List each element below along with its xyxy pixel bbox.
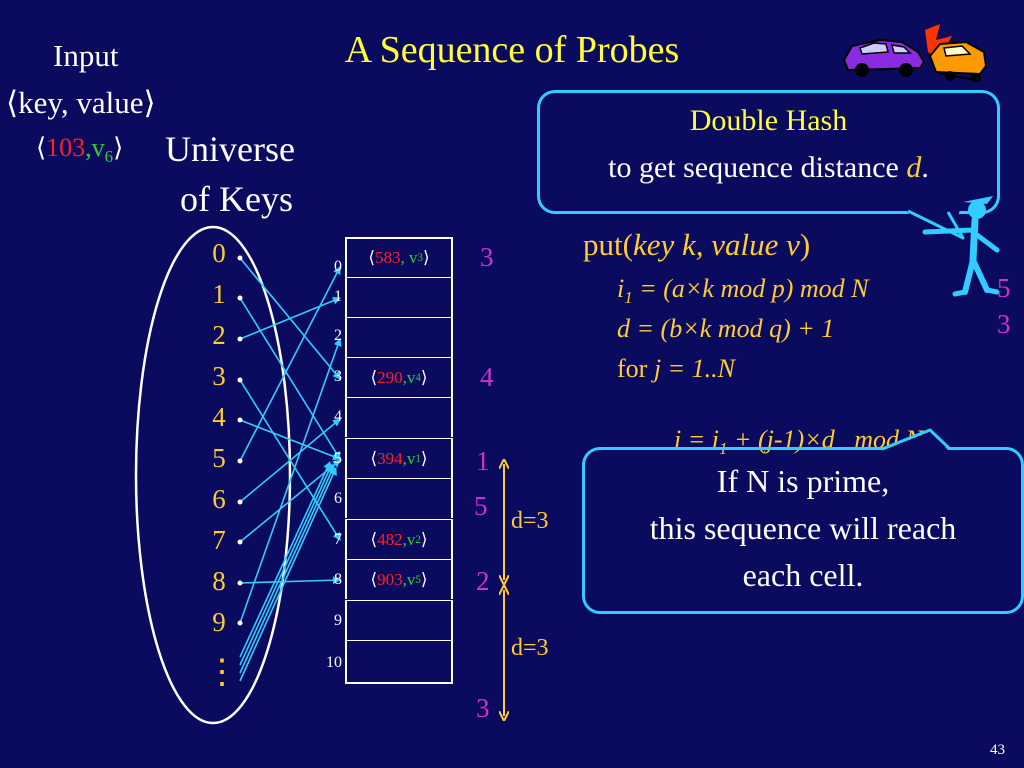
- input-pair: ⟨103,v6⟩: [36, 133, 124, 167]
- key-label: 6: [212, 484, 226, 514]
- cell-index: 8: [334, 571, 342, 588]
- car-crash-icon: [842, 24, 988, 82]
- code-line: d = (b×k mod q) + 1: [617, 314, 835, 343]
- table-cell: [345, 600, 453, 640]
- probe-number: 3: [476, 693, 490, 723]
- callout2-text: this sequence will reach: [649, 510, 957, 546]
- key-label: 0: [212, 238, 226, 268]
- callout2-text: If N is prime,: [716, 463, 890, 499]
- table-cell: [345, 397, 453, 437]
- probe-number: 2: [476, 566, 490, 596]
- callout-text: to get sequence distance d.: [608, 151, 929, 184]
- key-label: 9: [212, 607, 226, 637]
- universe-label-line2: of Keys: [180, 179, 293, 219]
- key-label: 4: [212, 402, 226, 432]
- probe-number: 3: [480, 242, 494, 272]
- table-cell: [345, 317, 453, 357]
- probe-number: 1: [476, 446, 490, 476]
- key-label: 3: [212, 361, 226, 391]
- key-value-label: ⟨key, value⟩: [6, 85, 156, 120]
- figure-number: 5: [997, 273, 1011, 303]
- key-label: 2: [212, 320, 226, 350]
- distance-label: d=3: [511, 635, 549, 661]
- figure-number: 3: [997, 309, 1011, 339]
- probe-number: 5: [474, 491, 488, 521]
- callout-title: Double Hash: [689, 104, 848, 137]
- universe-label: Universe: [165, 129, 295, 169]
- code-line: i1 = (a×k mod p) mod N: [617, 274, 869, 308]
- callout2-text: each cell.: [742, 557, 864, 593]
- cell-index: 4: [334, 408, 342, 425]
- prime-callout: [582, 447, 1024, 614]
- probe-number: 4: [480, 362, 494, 392]
- page-number: 43: [990, 742, 1005, 758]
- cell-index: 3: [334, 368, 342, 385]
- stick-figure-icon: [922, 196, 1000, 297]
- input-label: Input: [53, 38, 119, 73]
- key-label: 5: [212, 443, 226, 473]
- cell-index: 1: [334, 288, 342, 305]
- table-cell: [345, 478, 453, 518]
- cell-index: 0: [334, 258, 342, 275]
- code-line: for j = 1..N: [617, 354, 735, 383]
- put-signature: put(key k, value v): [583, 227, 811, 262]
- key-label: 1: [212, 279, 226, 309]
- cell-index: 5: [334, 450, 342, 467]
- cell-index: 10: [326, 654, 342, 671]
- key-label: 7: [212, 525, 226, 555]
- double-hash-callout: [537, 90, 1000, 214]
- slide-title: A Sequence of Probes: [344, 29, 680, 71]
- cell-index: 6: [334, 490, 342, 507]
- distance-label: d=3: [511, 508, 549, 534]
- key-label: 8: [212, 566, 226, 596]
- cell-index: 2: [334, 327, 342, 344]
- table-cell: [345, 640, 453, 684]
- table-cell: [345, 277, 453, 317]
- cell-index: 7: [334, 531, 342, 548]
- cell-index: 9: [334, 612, 342, 629]
